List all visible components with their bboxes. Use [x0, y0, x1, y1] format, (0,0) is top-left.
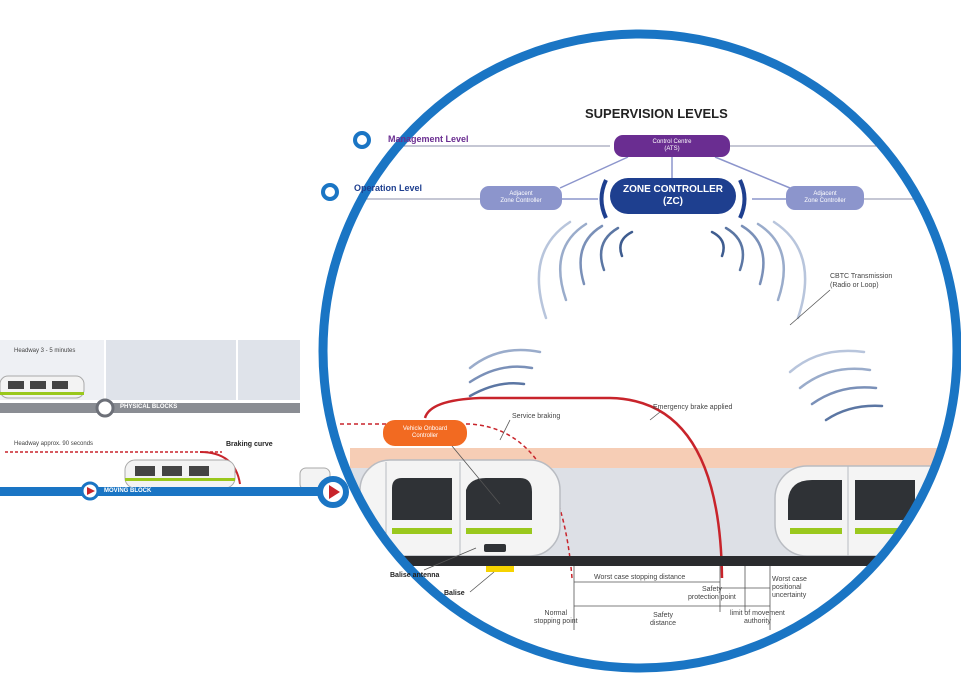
zoom-ring: [318, 29, 961, 673]
main-train: [359, 459, 561, 557]
radio-waves: [468, 220, 884, 422]
physical-blocks-node-icon: [95, 398, 115, 418]
left-panel: [0, 340, 331, 501]
operation-level-dot-icon: [321, 183, 339, 201]
emergency-brake-label: Emergency brake applied: [653, 404, 733, 411]
management-level-label: Management Level: [388, 134, 469, 144]
service-braking-label: Service braking: [512, 413, 561, 420]
diagram-title: SUPERVISION LEVELS: [585, 106, 728, 121]
left-train-moving: [124, 459, 331, 491]
cbtc-label: CBTC Transmission(Radio or Loop): [830, 273, 893, 289]
balise-antenna-label: Balise antenna: [390, 572, 440, 579]
braking-curve-label: Braking curve: [226, 441, 273, 448]
moving-block-label: MOVING BLOCK: [104, 488, 152, 494]
management-level-dot-icon: [353, 131, 371, 149]
control-centre-node: Control Centre(ATS): [614, 135, 730, 157]
operation-level-label: Operation Level: [354, 183, 423, 193]
headway-moving-label: Headway approx. 90 seconds: [14, 441, 94, 447]
physical-blocks-label: PHYSICAL BLOCKS: [120, 404, 178, 410]
balise-label: Balise: [444, 590, 465, 597]
balise-icon: [486, 566, 514, 572]
dimension-lines: [423, 547, 771, 630]
zone-controller-node: ZONE CONTROLLER(ZC): [610, 178, 736, 214]
headway-fixed-label: Headway 3 - 5 minutes: [14, 348, 76, 354]
worst-case-distance-label: Worst case stopping distance: [594, 574, 686, 581]
left-train-fixed: [0, 375, 85, 399]
